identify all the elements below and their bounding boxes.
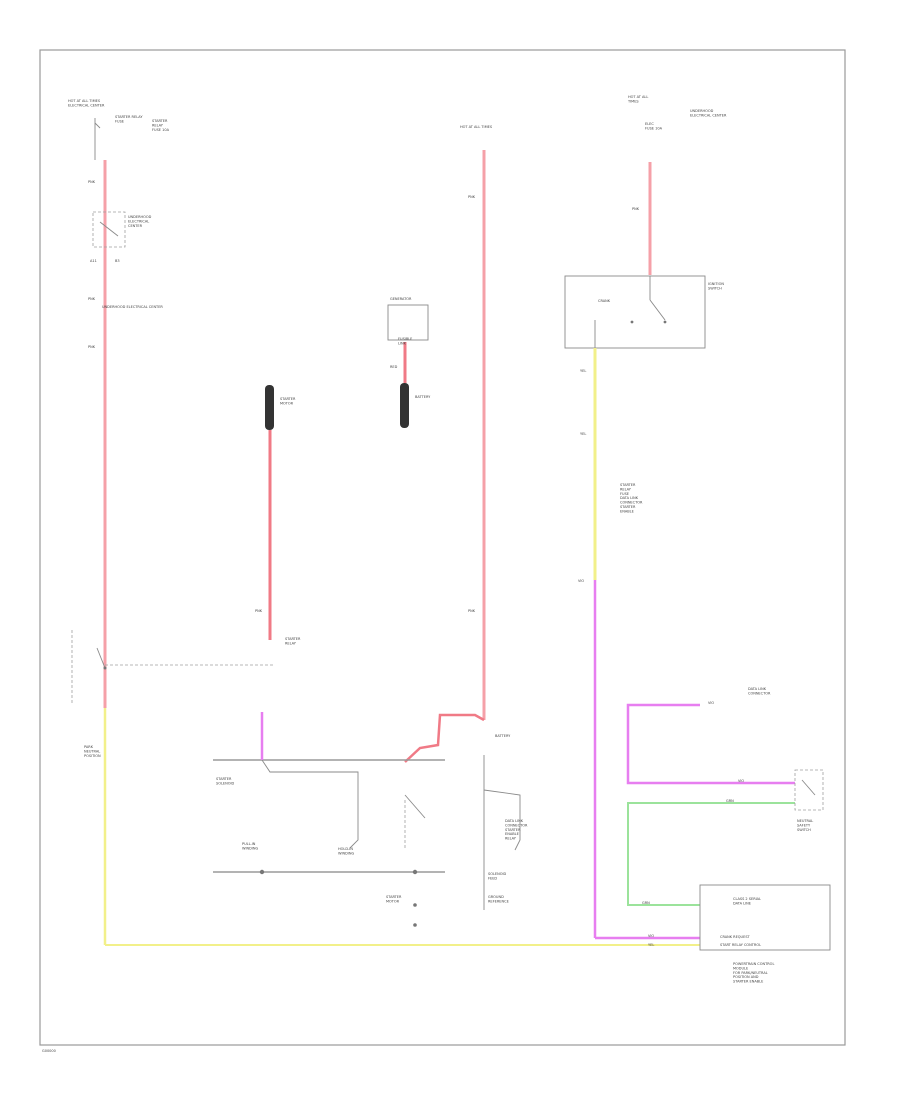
generator-box xyxy=(387,304,429,341)
ign-node-1 xyxy=(630,320,634,324)
right-vio-label: VIO xyxy=(578,579,584,583)
wire-grn-label: GRN xyxy=(726,799,734,803)
left-relay-box xyxy=(92,211,126,248)
diagram-frame xyxy=(39,49,846,1046)
battery-black-lug xyxy=(400,383,409,428)
left-wire2-label: PNK xyxy=(88,297,96,301)
generator-label: GENERATOR xyxy=(390,297,412,301)
pcm-box xyxy=(699,884,831,951)
green-loop xyxy=(627,802,795,906)
ignition-contact xyxy=(649,299,666,321)
motor-node-1 xyxy=(413,903,417,907)
right-yel-label-2: YEL xyxy=(580,432,586,436)
pcm-pin-1-label: CRANK REQUEST xyxy=(720,935,751,939)
left-relay-contact xyxy=(99,221,119,237)
center-circuit: HOT AT ALL TIMES PNK PNK BATTERY STARTER… xyxy=(255,125,528,910)
right-wire-label: PNK xyxy=(632,207,640,211)
footer-code: G00000 xyxy=(42,1049,56,1053)
bus-node-right xyxy=(412,869,418,875)
battery-red-loop xyxy=(404,713,485,763)
starter-black-lug xyxy=(265,385,274,430)
pcm-pin-2-label: START RELAY CONTROL xyxy=(720,943,761,947)
center-wire-label-2: PNK xyxy=(468,609,476,613)
left-wire-label: PNK xyxy=(88,180,96,184)
wire-grn-bottom-label: GRN xyxy=(642,901,650,905)
wire-red-label: RED xyxy=(390,365,398,369)
right-yel-label: YEL xyxy=(580,369,586,373)
violet-loop xyxy=(626,703,795,785)
left-pin-a: A11 xyxy=(90,259,97,263)
solenoid-contact xyxy=(404,794,426,819)
left-rear-connector-label: UNDERHOOD ELECTRICAL CENTER xyxy=(102,305,163,309)
center-wire-label: PNK xyxy=(468,195,476,199)
left-wire3-label: PNK xyxy=(88,345,96,349)
motor-node-2 xyxy=(413,923,417,927)
neutral-switch-contact xyxy=(801,779,816,796)
park-neutral-switch xyxy=(96,647,106,669)
switch-node xyxy=(103,666,107,670)
ign-node-2 xyxy=(663,320,667,324)
wire-vio-bottom-label: VIO xyxy=(648,934,654,938)
battery-to-module-thin xyxy=(483,789,521,851)
wire-pnk-right-label: VIO xyxy=(708,701,714,705)
left-pin-b: B3 xyxy=(115,259,120,263)
center-top-label: HOT AT ALL TIMES xyxy=(460,125,493,129)
bus-node-left xyxy=(259,869,265,875)
battery-label: BATTERY xyxy=(495,734,511,738)
switch-pos-label: CRANK xyxy=(598,299,611,303)
fuse-top-symbol xyxy=(94,122,101,129)
neutral-switch-box xyxy=(794,769,824,811)
wire-yel-bottom-label: YEL xyxy=(648,943,654,947)
wire-pnk-lower: PNK xyxy=(255,609,263,613)
pull-in-path xyxy=(261,759,359,849)
wire-vio-mid-label: VIO xyxy=(738,779,744,783)
ground-2-label: BATTERY xyxy=(415,395,431,399)
ignition-switch-box xyxy=(564,275,706,349)
